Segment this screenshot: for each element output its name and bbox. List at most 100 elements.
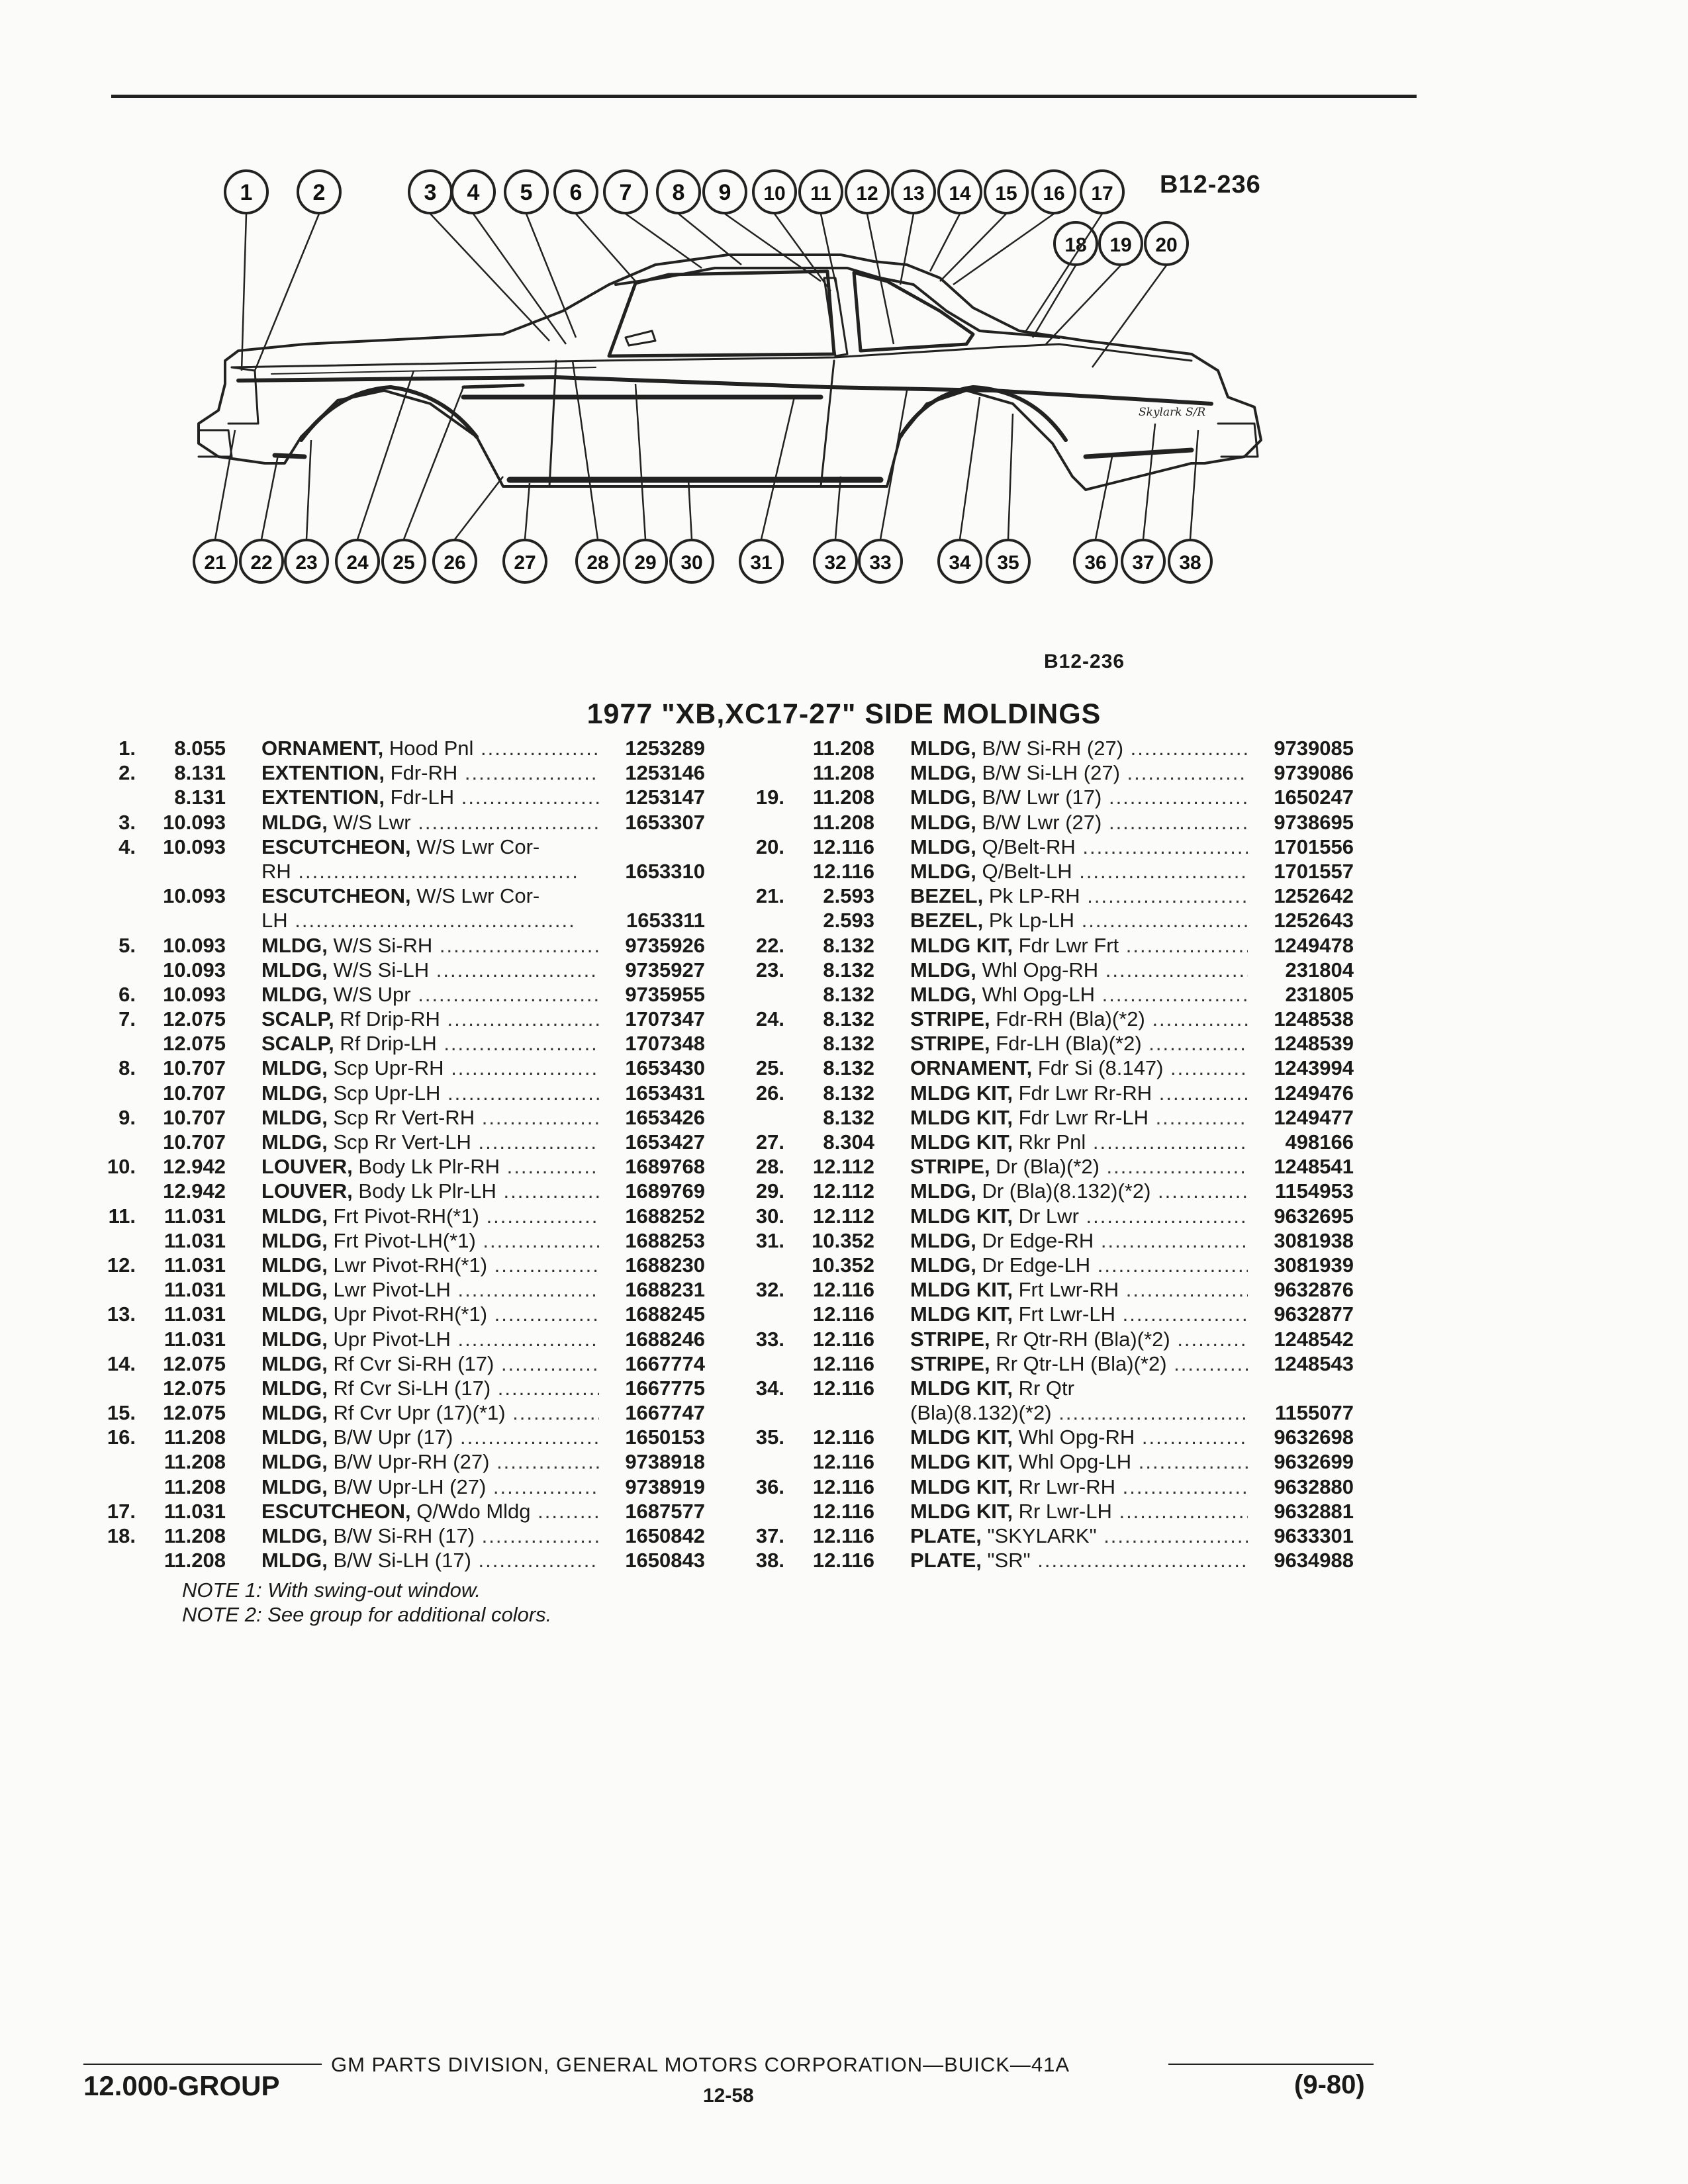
part-number: 1253146 bbox=[625, 761, 705, 785]
dot-leader: ........................................ bbox=[447, 1081, 599, 1105]
dot-leader: ........................................ bbox=[1158, 1081, 1248, 1105]
callout-circle bbox=[669, 539, 714, 584]
group-number: 10.707 bbox=[163, 1056, 226, 1080]
group-number: 12.116 bbox=[812, 1499, 874, 1523]
group-number: 8.132 bbox=[823, 1007, 874, 1031]
part-description: ESCUTCHEON, W/S Lwr Cor- bbox=[261, 884, 599, 908]
callout-number: 33 bbox=[869, 552, 891, 574]
part-number: 1653307 bbox=[625, 810, 705, 834]
part-detail: Rr Lwr-LH bbox=[1013, 1499, 1112, 1523]
part-number: 1650247 bbox=[1274, 786, 1354, 809]
part-description: MLDG, Rf Cvr Si-LH (17) ................… bbox=[261, 1376, 599, 1400]
callout-circle bbox=[845, 169, 890, 214]
part-number: 9632877 bbox=[1274, 1302, 1354, 1326]
part-description: LOUVER, Body Lk Plr-RH .................… bbox=[261, 1154, 599, 1179]
figure-code-label: B12-236 bbox=[1160, 171, 1261, 199]
group-number: 10.093 bbox=[163, 933, 226, 957]
part-description: STRIPE, Rr Qtr-RH (Bla)(*2) ............… bbox=[910, 1327, 1248, 1351]
part-name: MLDG, bbox=[261, 1549, 328, 1572]
dot-leader: ........................................ bbox=[478, 1549, 599, 1572]
callout-22: 22 bbox=[239, 539, 284, 584]
group-number: 12.116 bbox=[812, 835, 874, 858]
part-description: MLDG, W/S Si-LH ........................… bbox=[261, 958, 599, 982]
part-description: STRIPE, Rr Qtr-LH (Bla)(*2) ............… bbox=[910, 1351, 1248, 1376]
dot-leader: ........................................ bbox=[1152, 1007, 1248, 1031]
part-detail: Q/Belt-LH bbox=[976, 859, 1072, 883]
part-detail: Rr Lwr-RH bbox=[1013, 1475, 1115, 1498]
part-name: MLDG, bbox=[261, 1401, 328, 1425]
part-number: 1688230 bbox=[625, 1253, 705, 1277]
group-number: 12.116 bbox=[812, 1376, 874, 1400]
item-number: 1. bbox=[118, 737, 136, 760]
callout-1: 1 bbox=[224, 169, 269, 214]
callout-number: 29 bbox=[634, 552, 656, 574]
leader-line bbox=[525, 213, 577, 338]
item-number: 36. bbox=[755, 1475, 784, 1498]
item-number: 35. bbox=[755, 1426, 784, 1449]
callout-36: 36 bbox=[1073, 539, 1118, 584]
callout-7: 7 bbox=[603, 169, 648, 214]
part-name: ESCUTCHEON, bbox=[261, 884, 411, 908]
part-name: MLDG, bbox=[261, 1081, 328, 1105]
dot-leader: ........................................ bbox=[1158, 1179, 1248, 1203]
leader-line bbox=[724, 212, 821, 283]
group-number: 11.031 bbox=[164, 1327, 226, 1351]
part-description: MLDG, Scp Upr-LH .......................… bbox=[261, 1081, 599, 1105]
callout-13: 13 bbox=[891, 169, 936, 214]
part-number: 1650842 bbox=[625, 1524, 705, 1547]
part-name: MLDG, bbox=[261, 1524, 328, 1547]
leader-line bbox=[305, 439, 312, 540]
leader-line bbox=[454, 476, 504, 540]
part-description: MLDG KIT, Fdr Lwr Frt ..................… bbox=[910, 933, 1248, 958]
callout-number: 2 bbox=[313, 180, 326, 205]
part-name: STRIPE, bbox=[910, 1327, 990, 1351]
callout-number: 15 bbox=[995, 183, 1017, 205]
part-description: MLDG, B/W Lwr (27) .....................… bbox=[910, 810, 1248, 835]
part-detail: Frt Lwr-RH bbox=[1013, 1278, 1119, 1302]
part-detail: Fdr-LH bbox=[385, 786, 455, 809]
callout-38: 38 bbox=[1168, 539, 1213, 584]
part-detail: (Bla)(8.132)(*2) bbox=[910, 1401, 1052, 1425]
leader-line bbox=[1189, 430, 1199, 540]
callout-circle bbox=[381, 539, 426, 584]
part-name: MLDG KIT, bbox=[910, 1426, 1013, 1449]
group-number: 11.031 bbox=[164, 1499, 226, 1523]
dot-leader: ........................................ bbox=[459, 1426, 599, 1449]
callout-circle bbox=[623, 539, 668, 584]
part-number: 1253289 bbox=[625, 737, 705, 760]
part-detail: Scp Rr Vert-RH bbox=[327, 1105, 475, 1129]
page-title: 1977 "XB,XC17-27" SIDE MOLDINGS bbox=[586, 698, 1102, 730]
part-number: 9634988 bbox=[1274, 1549, 1354, 1572]
part-detail: Whl Opg-RH bbox=[1013, 1426, 1135, 1449]
part-number: 1248543 bbox=[1274, 1351, 1354, 1375]
item-number: 11. bbox=[108, 1204, 136, 1228]
leader-line bbox=[356, 370, 415, 540]
part-detail: Dr (Bla)(8.132)(*2) bbox=[976, 1179, 1151, 1203]
callout-circle bbox=[937, 539, 982, 584]
part-number: 1687577 bbox=[625, 1499, 705, 1523]
group-number: 12.116 bbox=[812, 1426, 874, 1449]
part-number: 1248539 bbox=[1274, 1032, 1354, 1056]
callout-number: 6 bbox=[570, 180, 583, 205]
part-detail: W/S Si-LH bbox=[327, 958, 430, 981]
dot-leader: ........................................ bbox=[436, 958, 599, 981]
callout-21: 21 bbox=[193, 539, 238, 584]
callout-circle bbox=[891, 169, 936, 214]
callout-circle bbox=[335, 539, 380, 584]
part-number: 9738695 bbox=[1274, 810, 1354, 834]
badge-script: Skylark S/R bbox=[1139, 406, 1205, 419]
callout-number: 31 bbox=[750, 552, 772, 574]
part-name: BEZEL, bbox=[910, 909, 984, 933]
part-detail: B/W Upr-RH (27) bbox=[327, 1450, 490, 1474]
group-number: 8.132 bbox=[823, 1081, 874, 1105]
part-description: MLDG, Whl Opg-RH .......................… bbox=[910, 958, 1248, 982]
part-name: MLDG KIT, bbox=[910, 1081, 1013, 1105]
group-number: 8.131 bbox=[174, 786, 226, 809]
part-description: MLDG, B/W Si-RH (17) ...................… bbox=[261, 1524, 599, 1548]
callout-number: 23 bbox=[295, 552, 317, 574]
part-description: MLDG, B/W Upr-RH (27) ..................… bbox=[261, 1449, 599, 1474]
footer-corporation: GM PARTS DIVISION, GENERAL MOTORS CORPOR… bbox=[331, 2053, 1070, 2076]
footer-group: 12.000-GROUP bbox=[83, 2070, 280, 2101]
part-name: MLDG, bbox=[261, 1105, 328, 1129]
part-name: MLDG KIT, bbox=[910, 1105, 1013, 1129]
